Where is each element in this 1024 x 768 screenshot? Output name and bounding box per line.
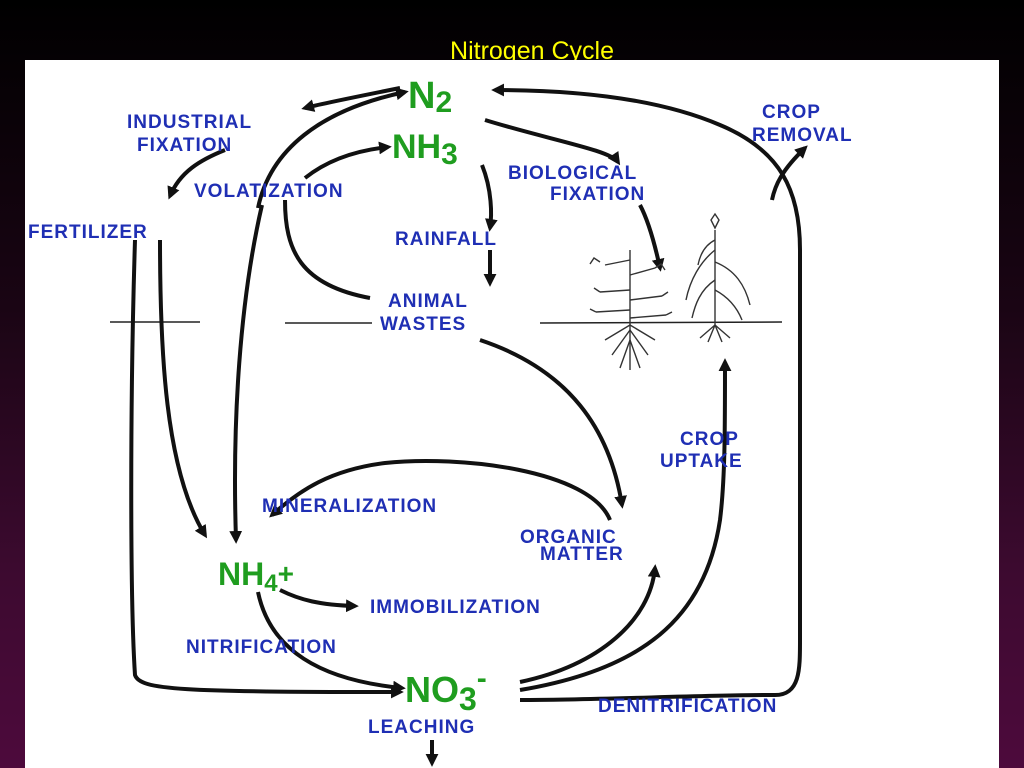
industrial-fixation-line-1: INDUSTRIAL [127,112,252,133]
label-volatization: VOLATIZATION [194,181,344,202]
crop-uptake-line-1: CROP [680,429,739,450]
arrow-industrial-to-fertilizer [167,148,226,200]
label-organic-matter: ORGANIC MATTER [520,527,624,565]
compound-no3: NO3- [405,662,487,717]
corn-plant-icon [685,212,751,343]
arrow-fertilizer-to-no3 [129,239,404,699]
arrow-industrial-to-n2 [256,87,409,209]
compound-nh3: NH3 [392,128,458,171]
biological-fixation-line-1: BIOLOGICAL [508,163,637,184]
label-rainfall: RAINFALL [395,229,497,250]
label-leaching: LEACHING [368,717,475,738]
arrow-organic-to-mineralization [269,458,612,521]
label-fertilizer: FERTILIZER [28,222,148,243]
label-immobilization: IMMOBILIZATION [370,597,541,618]
compound-nh4: NH4+ [218,556,294,597]
animal-wastes-line-1: ANIMAL [388,291,468,312]
arrow-biological-to-plant [638,204,665,272]
no3-sub: 3 [459,681,477,717]
nh3-sub: 3 [441,138,458,171]
n2-sub: 2 [435,86,452,119]
arrow-n2-to-industrial-label [301,86,401,112]
crop-plants-illustration [589,212,751,370]
label-crop-uptake: CROP UPTAKE [660,429,743,472]
organic-matter-line-1: ORGANIC [520,527,617,548]
diagram-panel [25,60,999,768]
label-mineralization: MINERALIZATION [262,496,437,517]
arrow-animal-wastes-to-organic-matter [479,338,627,509]
svg-text:NH3: NH3 [392,128,458,171]
organic-matter-line-2: MATTER [540,544,624,565]
arrow-denitrification-loop-to-n2 [491,83,802,702]
arrow-volatization-down-to-nh4 [229,204,264,544]
industrial-fixation-line-2: FIXATION [137,135,232,156]
nh3-base: NH [392,128,441,166]
label-animal-wastes: ANIMAL WASTES [380,291,468,335]
cycle-arrows [129,83,808,767]
leafy-plant-icon [589,250,673,370]
biological-fixation-line-2: FIXATION [550,184,645,205]
svg-text:NH4+: NH4+ [218,556,294,597]
label-biological-fixation: BIOLOGICAL FIXATION [508,163,645,205]
nh4-sub: 4 [264,570,278,597]
label-nitrification: NITRIFICATION [186,637,337,658]
arrow-nh3-rainfall [480,164,498,232]
arrow-fertilizer-to-nh4 [158,239,208,539]
animal-wastes-line-2: WASTES [380,314,466,335]
arrow-nh4-to-immobilization [279,588,359,613]
crop-removal-line-2: REMOVAL [752,125,853,146]
arrow-no3-to-organic-matter [519,564,661,684]
arrow-volatization-to-nh3 [303,141,392,180]
label-denitrification: DENITRIFICATION [598,696,777,717]
n2-base: N [408,75,435,117]
svg-text:NO3-: NO3- [405,662,487,717]
no3-base: NO [405,669,459,710]
arrow-nh4-to-no3-nitrification [256,591,406,694]
label-crop-removal: CROP REMOVAL [752,102,853,146]
arrow-no3-crop-uptake [519,358,732,692]
arrow-n2-to-biological [484,118,621,166]
crop-removal-line-1: CROP [762,102,821,123]
nh4-base: NH [218,556,264,592]
crop-uptake-line-2: UPTAKE [660,451,743,472]
arrow-animal-wastes-volatization-loop [283,199,371,300]
label-industrial-fixation: INDUSTRIAL FIXATION [127,112,252,156]
nh4-sup: + [278,558,294,589]
svg-text:N2: N2 [408,75,452,119]
no3-sup: - [477,662,487,695]
compound-n2: N2 [408,75,452,119]
ground-line [110,321,783,324]
arrow-crop-removal [770,145,808,201]
